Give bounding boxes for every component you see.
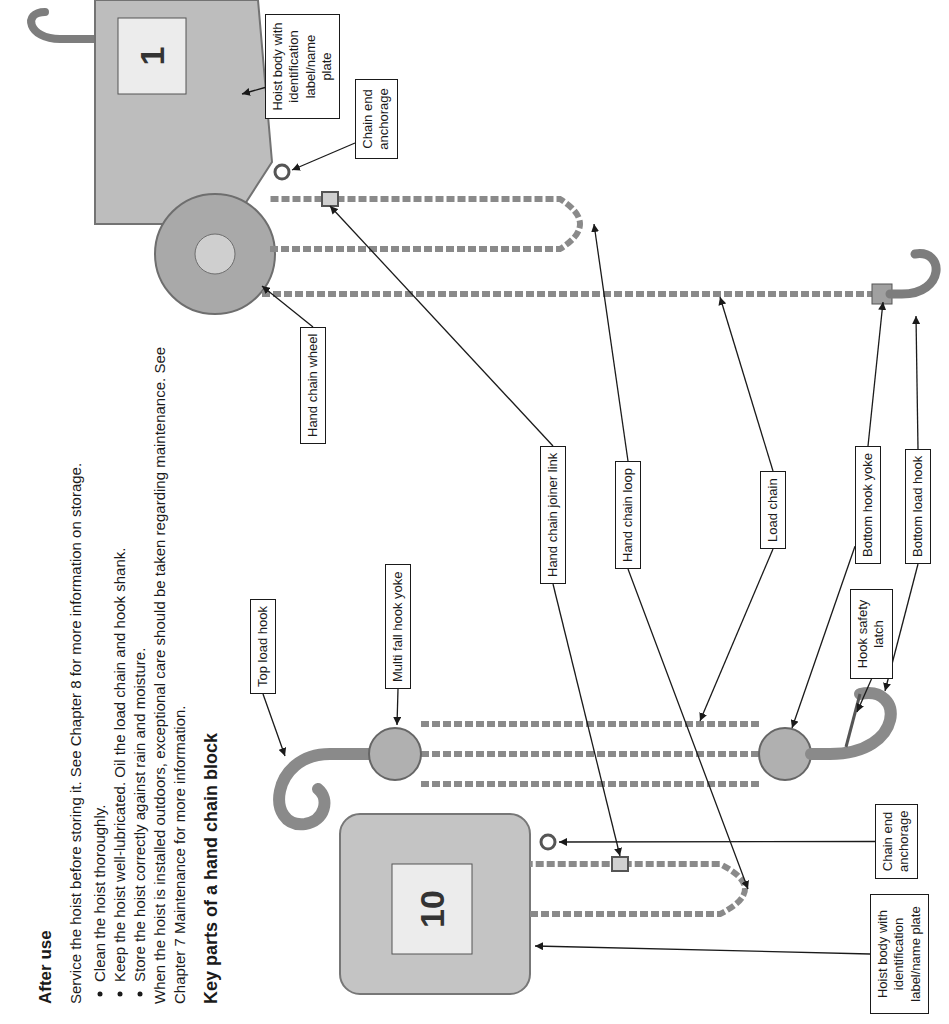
leader-line	[868, 302, 883, 446]
leader-line	[559, 841, 875, 843]
leader-line	[792, 546, 855, 728]
leader-line	[720, 297, 773, 471]
load-chain	[262, 291, 872, 297]
hoist-body	[340, 814, 530, 994]
leader-line	[535, 946, 870, 954]
hand-chain-loop	[270, 199, 580, 249]
part-label-box: Load chain	[760, 471, 786, 549]
body-text: When the hoist is installed outdoors, ex…	[150, 324, 190, 1004]
leader-line	[628, 569, 748, 889]
nameplate-number: 10	[392, 864, 472, 954]
leader-line	[553, 584, 620, 856]
part-label-box: Bottom hook yoke	[855, 446, 881, 564]
part-name: Hand chain joiner link	[545, 453, 561, 577]
top-hook	[31, 12, 95, 39]
part-label-box: Hand chain loop	[615, 461, 641, 569]
leader-line	[242, 88, 265, 95]
leader-line	[916, 316, 918, 449]
leader-line	[397, 689, 398, 725]
part-name: Hoist body with identification label/nam…	[270, 21, 335, 112]
leader-line	[857, 679, 872, 712]
part-name: Hook safety latch	[855, 596, 888, 672]
bottom-hook	[890, 254, 936, 294]
diagram-title: Key parts of a hand chain block	[200, 733, 222, 1004]
single-fall-hoist	[31, 0, 936, 314]
part-label-box: Chain end anchorage	[355, 79, 398, 159]
name-plate	[392, 864, 472, 954]
part-name: Chain end anchorage	[360, 86, 393, 152]
name-plate	[118, 18, 186, 94]
bullet-text: Keep the hoist well-lubricated. Oil the …	[110, 282, 130, 982]
part-name: Bottom load hook	[910, 456, 926, 557]
hand-chain-loop	[530, 864, 745, 914]
part-name: Bottom hook yoke	[860, 453, 876, 557]
part-name: Multi fall hook yoke	[390, 571, 406, 682]
joiner-link	[322, 192, 338, 206]
part-label-box: Hoist body with identification label/nam…	[870, 894, 929, 1014]
bullets	[98, 992, 143, 997]
part-label-box: Hand chain wheel	[300, 327, 326, 444]
part-label-box: Hoist body with identification label/nam…	[265, 14, 340, 119]
hand-chain-wheel	[155, 194, 275, 314]
bullet-dot	[138, 992, 143, 997]
part-label-box: Multi fall hook yoke	[385, 564, 411, 689]
top-yoke	[369, 728, 421, 780]
part-label-box: Hook safety latch	[850, 589, 893, 679]
hoist-body	[95, 0, 272, 224]
part-label-box: Bottom load hook	[905, 449, 931, 564]
wheel-hub	[195, 234, 235, 274]
load-chain	[421, 721, 759, 727]
bullet-dot	[118, 992, 123, 997]
safety-latch	[846, 694, 860, 747]
part-name: Top load hook	[255, 606, 271, 687]
load-chain	[421, 751, 759, 757]
leader-line	[700, 549, 773, 721]
bottom-yoke	[759, 728, 811, 780]
joiner-link	[612, 857, 628, 871]
part-label-box: Chain end anchorage	[875, 804, 918, 879]
chain-anchorage	[275, 165, 289, 179]
part-name: Hand chain wheel	[305, 334, 321, 437]
bullet-dot	[98, 992, 103, 997]
body-text: Service the hoist before storing it. See…	[66, 284, 86, 1004]
leader-line	[292, 143, 355, 170]
bullet-text: Store the hoist correctly against rain a…	[130, 282, 150, 982]
part-name: Load chain	[765, 478, 781, 542]
bottom-hook	[811, 693, 891, 754]
part-label-box: Hand chain joiner link	[540, 446, 566, 584]
part-name: Chain end anchorage	[880, 811, 913, 872]
leader-line	[594, 224, 628, 461]
bullet-text: Clean the hoist thoroughly.	[90, 282, 110, 982]
leader-line	[263, 694, 285, 756]
leader-line	[262, 286, 313, 327]
nameplate-number: 1	[118, 18, 186, 94]
part-label-box: Top load hook	[250, 599, 276, 694]
section-heading: After use	[36, 704, 56, 1004]
multi-fall-hoist	[279, 693, 891, 994]
chain-anchorage	[541, 835, 555, 849]
leader-line	[330, 206, 553, 446]
part-name: Hoist body with identification label/nam…	[875, 901, 924, 1007]
part-name: Hand chain loop	[620, 468, 636, 562]
